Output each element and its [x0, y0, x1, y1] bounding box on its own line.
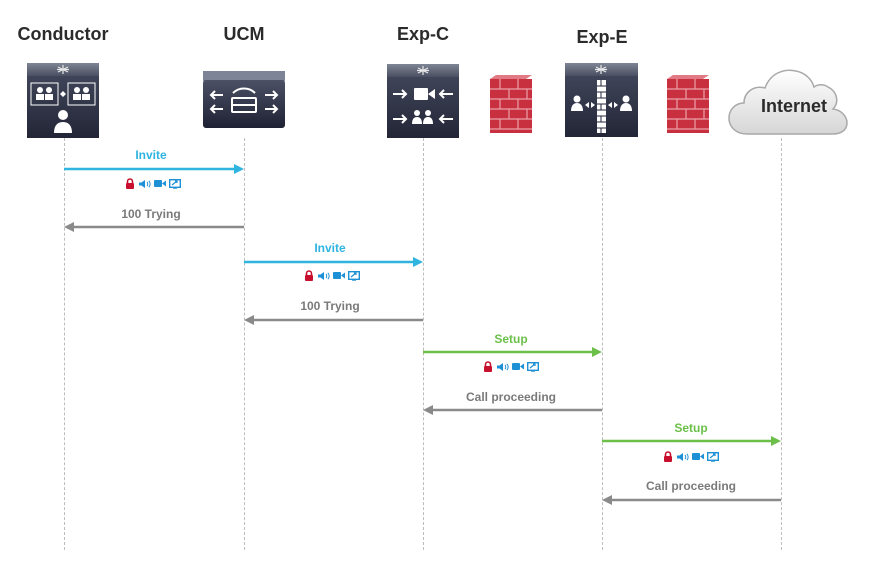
lifeline-conductor [64, 138, 65, 550]
message-label: 100 Trying [121, 207, 181, 221]
content-share-icon [169, 178, 181, 189]
video-camera-icon [692, 453, 704, 460]
media-icons [663, 451, 719, 462]
ucm-device-icon [203, 71, 285, 128]
video-camera-icon [333, 272, 345, 279]
lifeline-expc [423, 138, 424, 550]
message-arrow-head [64, 222, 74, 232]
message-label: Invite [314, 241, 346, 255]
conductor-device-icon [27, 63, 99, 138]
content-share-icon [348, 270, 360, 281]
participant-title-internet: Internet [760, 96, 828, 116]
message-arrow-head [771, 436, 781, 446]
lifeline-expe [602, 138, 603, 550]
message-arrow-head [413, 257, 423, 267]
message-arrow-head [244, 315, 254, 325]
participant-title-expc: Exp-C [396, 24, 450, 44]
message-label: Setup [494, 332, 528, 346]
audio-speaker-icon [318, 271, 330, 280]
audio-speaker-icon [139, 179, 151, 188]
firewall-icon [667, 75, 709, 133]
message-arrow-head [592, 347, 602, 357]
lock-icon [305, 270, 313, 281]
video-camera-icon [512, 363, 524, 370]
firewall-icon [490, 75, 532, 133]
message-arrow-head [234, 164, 244, 174]
message-arrow-head [423, 405, 433, 415]
media-icons [483, 361, 539, 372]
media-icons [125, 178, 181, 189]
content-share-icon [527, 361, 539, 372]
internet-cloud-icon [728, 69, 848, 135]
lifeline-ucm [244, 138, 245, 550]
content-share-icon [707, 451, 719, 462]
media-icons [304, 270, 360, 281]
lock-icon [664, 451, 672, 462]
participant-title-conductor: Conductor [17, 24, 109, 44]
audio-speaker-icon [497, 362, 509, 371]
lock-icon [126, 178, 134, 189]
message-label: 100 Trying [300, 299, 360, 313]
participant-title-expe: Exp-E [576, 27, 628, 47]
message-label: Call proceeding [465, 390, 557, 404]
message-label: Invite [135, 148, 167, 162]
audio-speaker-icon [677, 452, 689, 461]
lock-icon [484, 361, 492, 372]
expe-device-icon [565, 63, 638, 137]
video-camera-icon [154, 180, 166, 187]
lifeline-internet [781, 138, 782, 550]
message-label: Call proceeding [645, 479, 737, 493]
participant-title-ucm: UCM [223, 24, 265, 44]
message-label: Setup [674, 421, 708, 435]
message-arrow-head [602, 495, 612, 505]
expc-device-icon [387, 64, 459, 138]
